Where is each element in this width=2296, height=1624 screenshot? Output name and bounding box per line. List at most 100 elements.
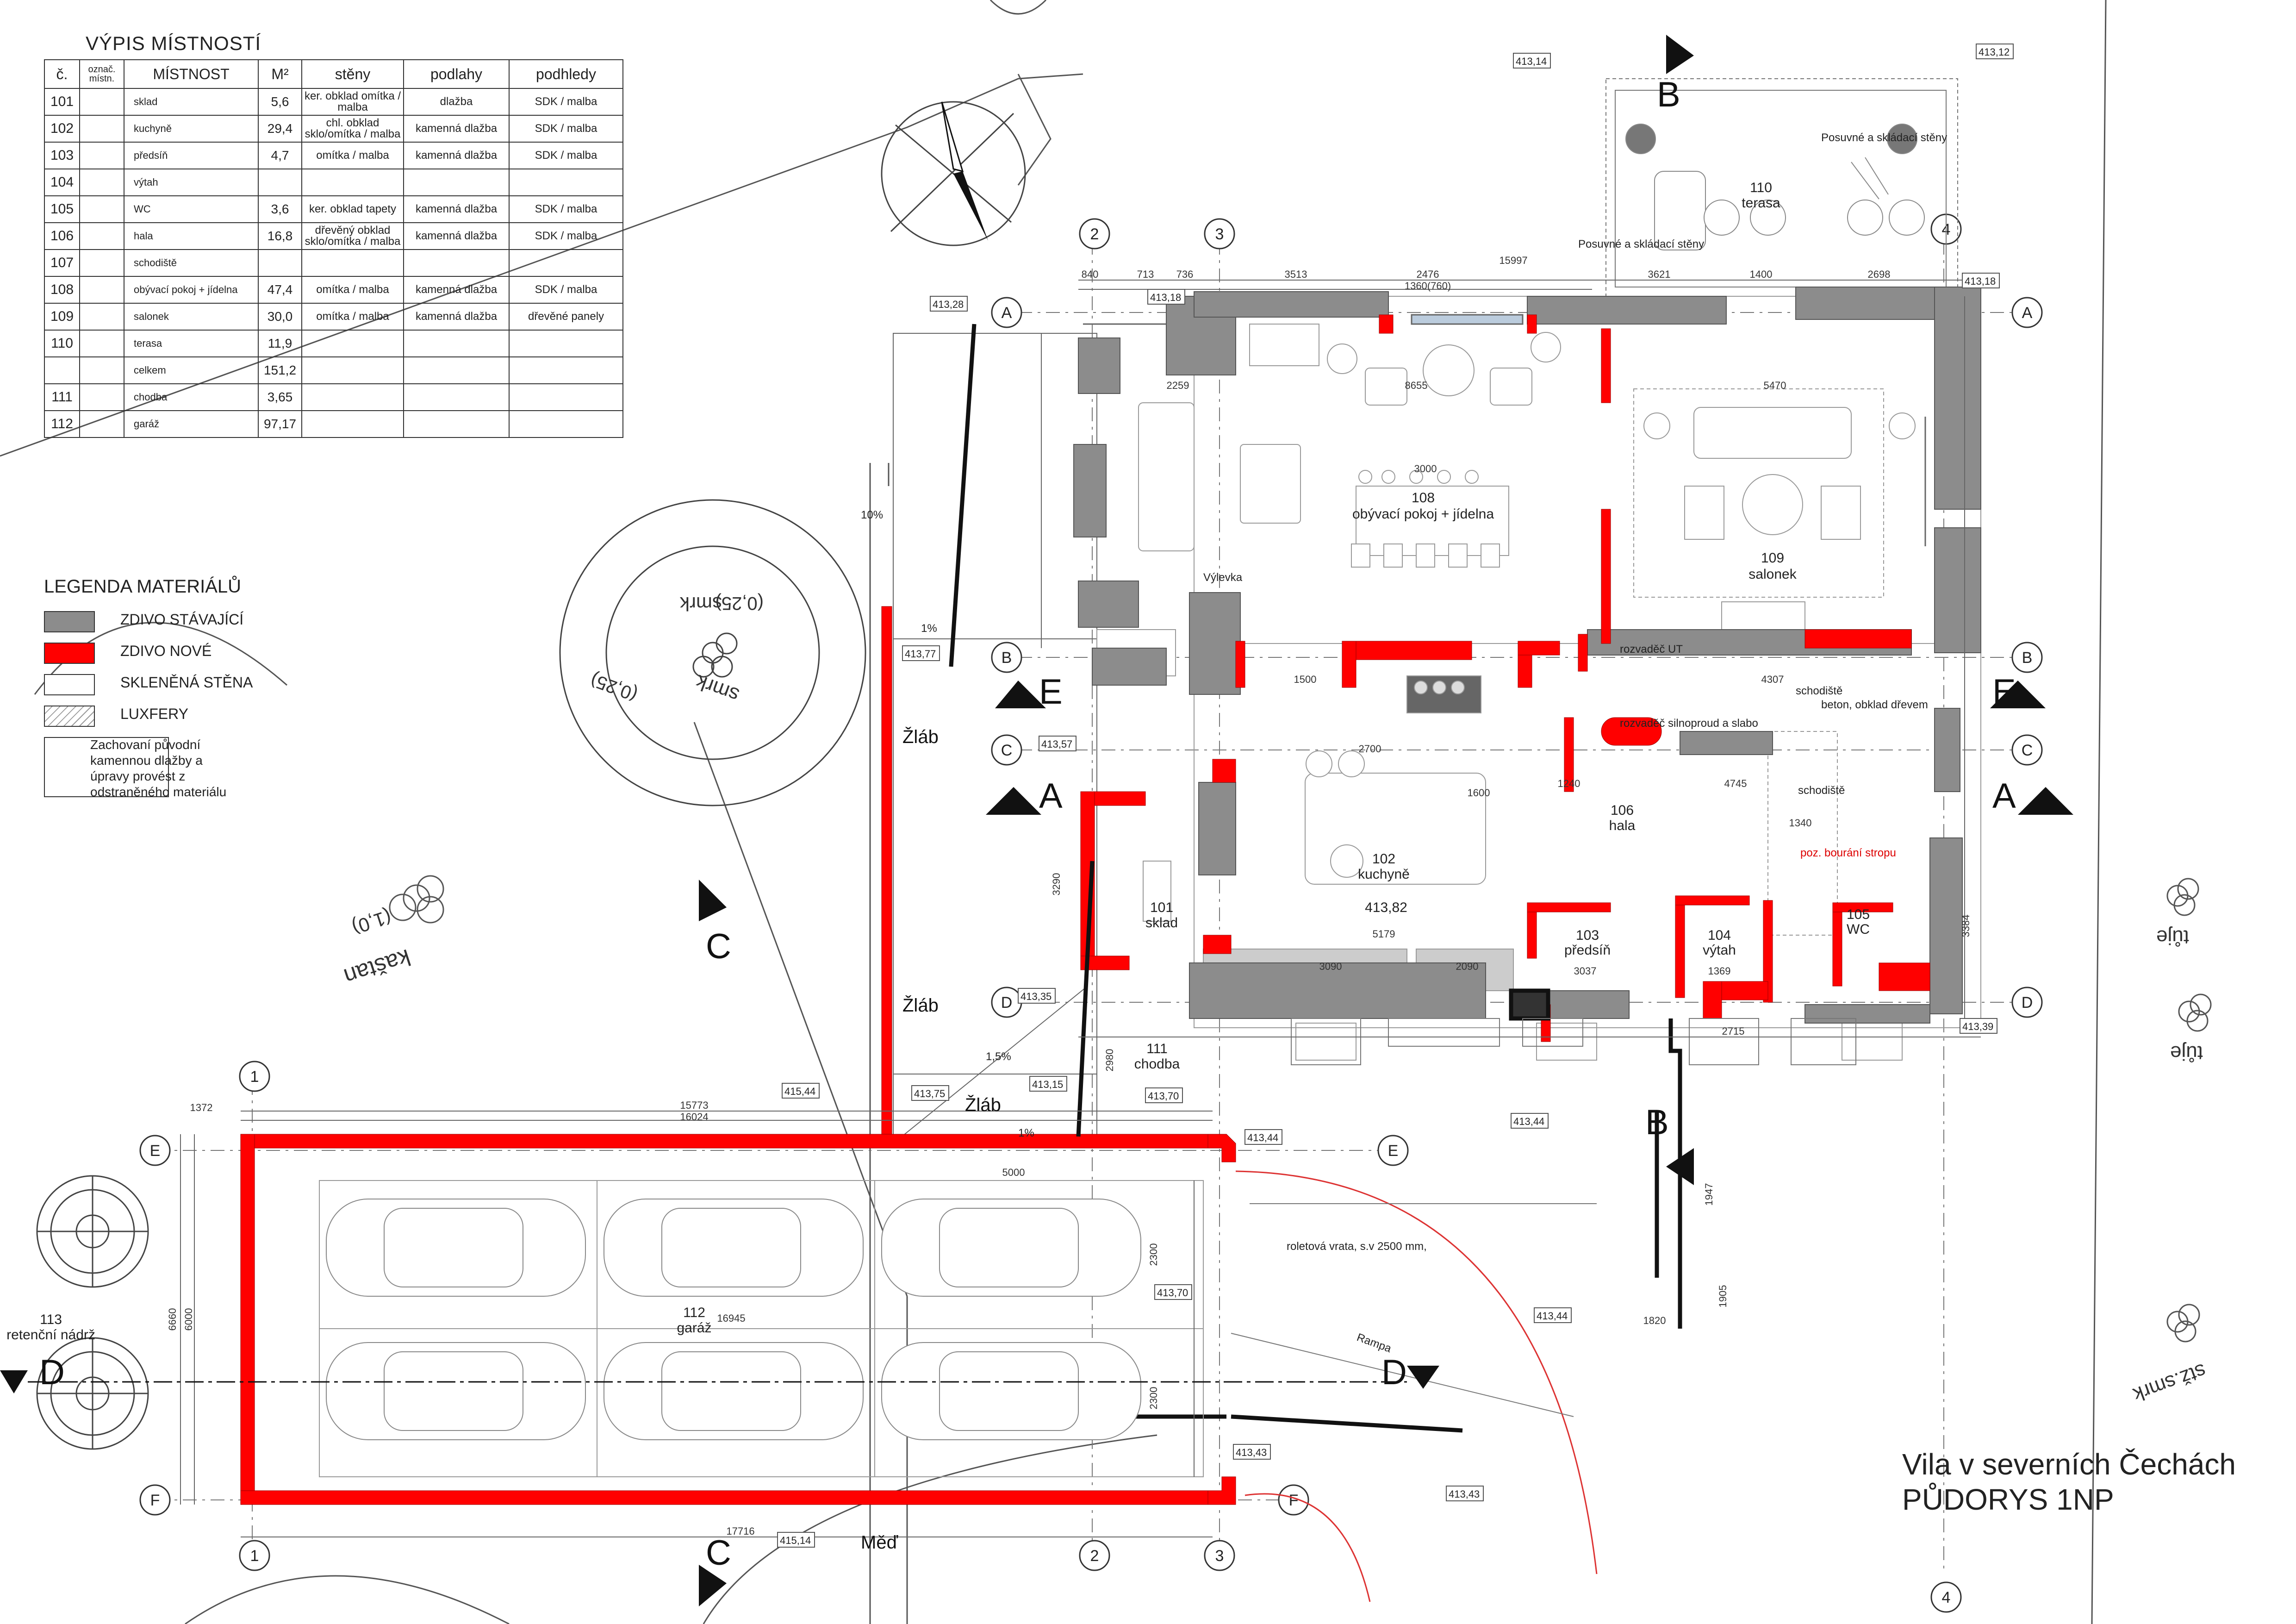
cell-floor: kamenná dlažba <box>403 276 510 304</box>
cell-mark <box>79 249 124 277</box>
copper-label: Měď <box>861 1532 898 1553</box>
cell-ceiling <box>509 169 623 196</box>
room-108-name: obývací pokoj + jídelna <box>1352 506 1494 522</box>
room-111-name: chodba <box>1134 1056 1180 1072</box>
axis-label-D: D <box>1001 994 1013 1012</box>
dim-15997: 15997 <box>1499 255 1527 266</box>
dim-1600: 1600 <box>1468 787 1490 799</box>
cell-area: 11,9 <box>258 330 302 357</box>
cell-no: 104 <box>44 169 80 196</box>
axis-label-Cb: C <box>2022 742 2033 759</box>
cell-floor: kamenná dlažba <box>403 195 510 223</box>
cell-floor <box>403 169 510 196</box>
room-102-name: kuchyně <box>1358 867 1410 882</box>
cell-area: 47,4 <box>258 276 302 304</box>
stairs-label-2: schodiště <box>1798 784 1845 797</box>
elev-5: 413,18 <box>1965 275 1996 287</box>
section-label-D-left: D <box>39 1353 65 1392</box>
axis-label-4b: 4 <box>1942 1589 1951 1606</box>
cell-area: 5,6 <box>258 88 302 116</box>
col-header: M² <box>258 59 302 89</box>
cell-no: 106 <box>44 222 80 250</box>
dim-3384: 3384 <box>1960 915 1972 937</box>
cell-no: 107 <box>44 249 80 277</box>
section-label-C-top: C <box>706 927 731 966</box>
cell-area: 3,65 <box>258 383 302 411</box>
cell-walls <box>301 383 404 411</box>
retention-tank-icon <box>36 1175 149 1450</box>
cell-walls: omítka / malba <box>301 303 404 331</box>
elevation-tags: 413,14 413,12 413,28 413,18 413,18 413,7… <box>777 44 2014 1548</box>
legend-title: LEGENDA MATERIÁLŮ <box>44 576 242 597</box>
room-109-number: 109 <box>1761 550 1784 566</box>
cell-area: 4,7 <box>258 142 302 169</box>
axis-label-3: 3 <box>1215 225 1224 243</box>
room-101-name: sklad <box>1145 915 1178 931</box>
legend-swatch <box>44 737 169 797</box>
axis-label-2: 2 <box>1090 225 1099 243</box>
cell-ceiling <box>509 249 623 277</box>
dim-17716: 17716 <box>726 1525 754 1537</box>
cell-walls: dřevěný obklad sklo/omítka / malba <box>301 222 404 250</box>
dim-6660: 6660 <box>167 1308 178 1331</box>
elev-19: 413,44 <box>1513 1116 1544 1127</box>
room-108-number: 108 <box>1412 490 1435 506</box>
legend-swatch <box>44 706 95 727</box>
cell-name: obývací pokoj + jídelna <box>124 276 259 304</box>
dim-1369: 1369 <box>1708 965 1731 977</box>
room-104-number: 104 <box>1708 928 1731 943</box>
cell-walls <box>301 249 404 277</box>
axis-label-Bb: B <box>2022 649 2033 667</box>
room-105-name: WC <box>1847 922 1870 937</box>
cell-mark <box>79 88 124 116</box>
cell-name: sklad <box>124 88 259 116</box>
room-105-number: 105 <box>1847 907 1870 922</box>
axis-label-3b: 3 <box>1215 1547 1224 1565</box>
dim-3621: 3621 <box>1648 269 1671 280</box>
dim-2300b: 2300 <box>1148 1387 1159 1410</box>
room-109-name: salonek <box>1748 567 1797 582</box>
slope-label-1: 1% <box>921 622 937 635</box>
axis-label-C: C <box>1001 742 1013 759</box>
cell-mark <box>79 115 124 143</box>
elev-6: 413,77 <box>905 648 936 660</box>
dim-1400: 1400 <box>1750 269 1773 280</box>
col-header: stěny <box>301 59 404 89</box>
gutter-label-3: Žláb <box>965 1094 1001 1115</box>
cell-floor <box>403 383 510 411</box>
room-111-number: 111 <box>1146 1041 1168 1056</box>
axis-label-A: A <box>1002 304 1012 322</box>
legend-swatch <box>44 611 95 632</box>
cell-no: 102 <box>44 115 80 143</box>
elev-2: 413,12 <box>1979 46 2010 58</box>
legend-label: ZDIVO STÁVAJÍCÍ <box>120 611 244 628</box>
room-schedule: VÝPIS MÍSTNOSTÍ č. označ. místn. MÍSTNOS… <box>44 32 623 438</box>
legend-label: SKLENĚNÁ STĚNA <box>120 674 253 691</box>
elev-14: 413,70 <box>1157 1287 1188 1299</box>
cell-no: 109 <box>44 303 80 331</box>
legend-swatch <box>44 643 95 664</box>
cell-name: hala <box>124 222 259 250</box>
garage-interior <box>319 1180 1204 1477</box>
cell-mark <box>79 169 124 196</box>
dim-1905: 1905 <box>1717 1285 1729 1308</box>
stairs-label: schodiště <box>1796 685 1842 697</box>
cell-ceiling: SDK / malba <box>509 195 623 223</box>
elev-16: 413,43 <box>1236 1447 1267 1458</box>
dim-5179: 5179 <box>1373 928 1395 940</box>
room-113-name: retenční nádrž <box>6 1327 95 1343</box>
elev-13: 415,44 <box>784 1086 815 1097</box>
axis-label-Db: D <box>2022 994 2033 1012</box>
dimension-lines <box>180 280 1981 1537</box>
tree-smrk-size-2: (0,25) <box>588 669 640 705</box>
cell-name: chodba <box>124 383 259 411</box>
axis-label-1: 1 <box>250 1068 259 1086</box>
dim-6000: 6000 <box>183 1308 194 1331</box>
dimension-numbers: 15997 3513 2476 1360(760) 840 713 736 36… <box>167 255 1972 1537</box>
